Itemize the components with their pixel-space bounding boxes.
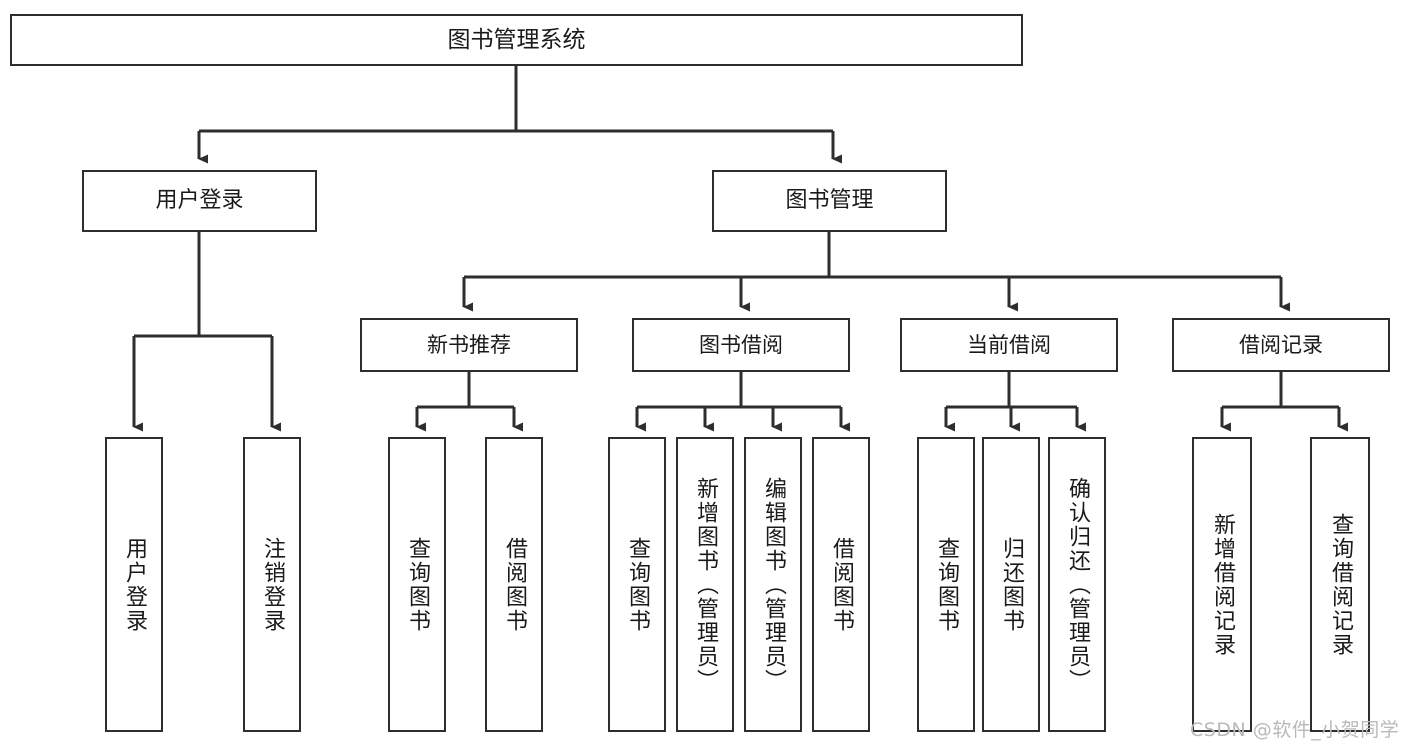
node-label: 图书管理系统 bbox=[447, 26, 586, 53]
leaf-logout[interactable]: 注销登录 bbox=[243, 437, 301, 732]
node-user-login[interactable]: 用户登录 bbox=[82, 170, 317, 232]
node-label: 用户登录 bbox=[122, 536, 147, 633]
node-borrow-record[interactable]: 借阅记录 bbox=[1172, 318, 1390, 372]
node-label: 用户登录 bbox=[155, 188, 244, 214]
node-label: 借阅图书 bbox=[502, 536, 527, 633]
leaf-query-borrow-record[interactable]: 查询借阅记录 bbox=[1310, 437, 1370, 732]
leaf-return-book[interactable]: 归还图书 bbox=[982, 437, 1040, 732]
leaf-query-book-borrow[interactable]: 查询图书 bbox=[608, 437, 666, 732]
leaf-add-book-admin[interactable]: 新增图书（管理员） bbox=[676, 437, 734, 732]
node-label: 编辑图书（管理员） bbox=[761, 476, 786, 693]
leaf-add-borrow-record[interactable]: 新增借阅记录 bbox=[1192, 437, 1252, 732]
leaf-user-login[interactable]: 用户登录 bbox=[105, 437, 163, 732]
node-current-borrow[interactable]: 当前借阅 bbox=[900, 318, 1118, 372]
node-new-book-recommend[interactable]: 新书推荐 bbox=[360, 318, 578, 372]
node-book-management[interactable]: 图书管理 bbox=[712, 170, 947, 232]
node-label: 当前借阅 bbox=[967, 332, 1051, 357]
node-label: 借阅记录 bbox=[1239, 332, 1323, 357]
node-label: 新增图书（管理员） bbox=[693, 476, 718, 693]
node-root-book-management-system[interactable]: 图书管理系统 bbox=[10, 14, 1023, 66]
node-label: 新增借阅记录 bbox=[1210, 512, 1235, 657]
node-label: 确认归还（管理员） bbox=[1065, 476, 1090, 693]
node-label: 查询图书 bbox=[405, 536, 430, 633]
leaf-edit-book-admin[interactable]: 编辑图书（管理员） bbox=[744, 437, 802, 732]
node-label: 查询图书 bbox=[625, 536, 650, 633]
node-label: 图书借阅 bbox=[699, 332, 783, 357]
node-label: 查询图书 bbox=[934, 536, 959, 633]
csdn-watermark: CSDN @软件_小贺同学 bbox=[1190, 719, 1400, 741]
leaf-confirm-return-admin[interactable]: 确认归还（管理员） bbox=[1048, 437, 1106, 732]
node-label: 图书管理 bbox=[785, 188, 874, 214]
node-label: 归还图书 bbox=[999, 536, 1024, 633]
node-label: 注销登录 bbox=[260, 536, 285, 633]
leaf-query-book-current[interactable]: 查询图书 bbox=[917, 437, 975, 732]
node-label: 借阅图书 bbox=[829, 536, 854, 633]
node-book-borrow[interactable]: 图书借阅 bbox=[632, 318, 850, 372]
leaf-query-book-new[interactable]: 查询图书 bbox=[388, 437, 446, 732]
node-label: 查询借阅记录 bbox=[1328, 512, 1353, 657]
leaf-borrow-book[interactable]: 借阅图书 bbox=[812, 437, 870, 732]
leaf-borrow-book-new[interactable]: 借阅图书 bbox=[485, 437, 543, 732]
node-label: 新书推荐 bbox=[427, 332, 511, 357]
